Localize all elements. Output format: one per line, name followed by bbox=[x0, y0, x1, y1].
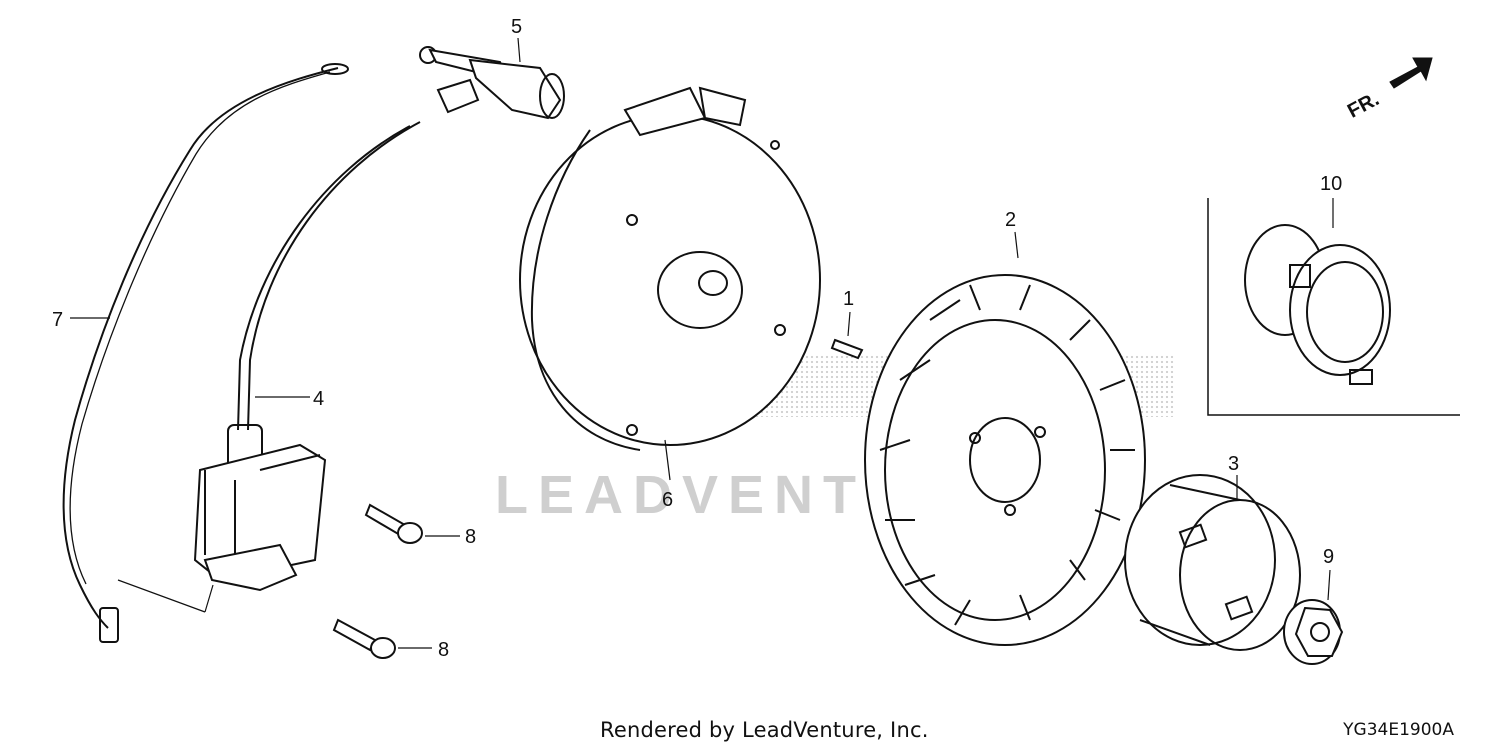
callout-10: 10 bbox=[1320, 173, 1342, 195]
part-fan-cover bbox=[519, 86, 821, 451]
part-starter-pulley bbox=[1124, 474, 1301, 651]
callouts: 1 2 3 4 5 6 7 8 8 9 10 bbox=[52, 16, 1342, 661]
arrow-icon bbox=[1389, 57, 1433, 89]
callout-8-upper: 8 bbox=[465, 526, 476, 548]
callout-4: 4 bbox=[313, 388, 324, 410]
render-credit: Rendered by LeadVenture, Inc. bbox=[600, 718, 929, 742]
callout-7: 7 bbox=[52, 309, 63, 331]
leader-lines bbox=[70, 37, 671, 481]
part-flywheel bbox=[864, 231, 1146, 646]
callout-1: 1 bbox=[843, 288, 854, 310]
callout-8-lower: 8 bbox=[438, 639, 449, 661]
callout-3: 3 bbox=[1228, 453, 1239, 475]
callout-6: 6 bbox=[662, 489, 673, 511]
diagram-code: YG34E1900A bbox=[1343, 720, 1454, 740]
part-flange-nut bbox=[1283, 569, 1344, 665]
part-pulley-insert bbox=[1207, 198, 1460, 416]
part-stop-wire bbox=[62, 63, 349, 643]
part-ignition-coil bbox=[117, 121, 421, 613]
callout-2: 2 bbox=[1005, 209, 1016, 231]
part-flange-bolt-lower bbox=[332, 618, 432, 659]
part-key bbox=[830, 311, 864, 360]
direction-label: FR. bbox=[1344, 88, 1383, 123]
part-spark-plug-cap bbox=[419, 46, 565, 120]
callout-9: 9 bbox=[1323, 546, 1334, 568]
front-direction-indicator: FR. bbox=[1344, 57, 1433, 123]
part-flange-bolt-upper bbox=[364, 503, 460, 544]
callout-5: 5 bbox=[511, 16, 522, 38]
